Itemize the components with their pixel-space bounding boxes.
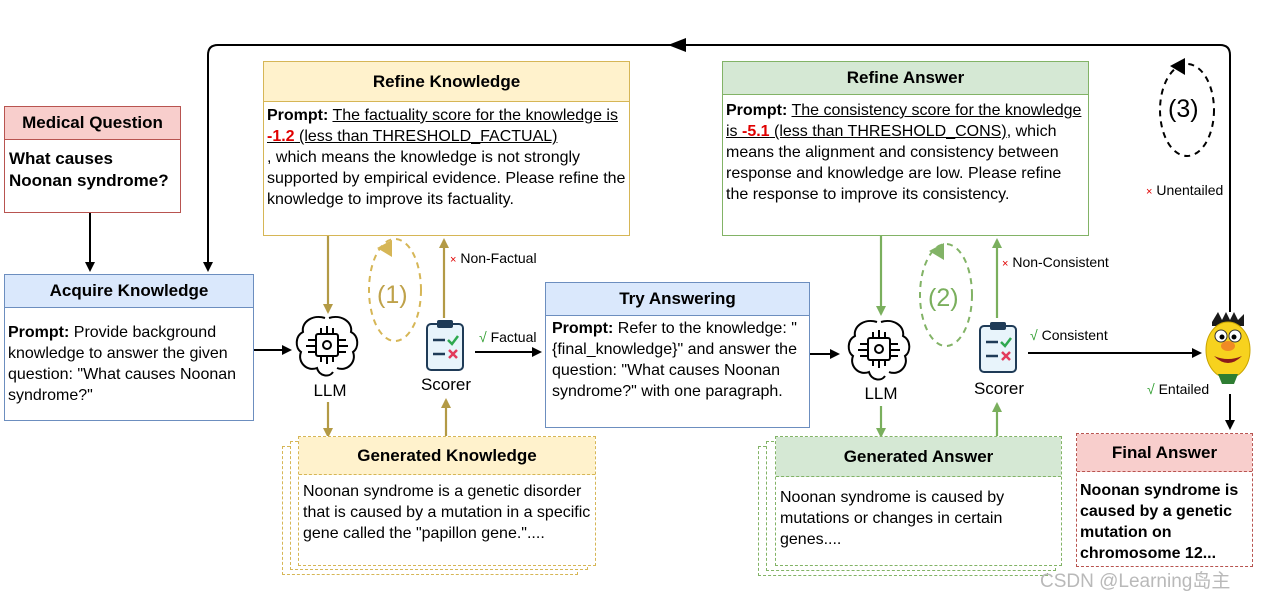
loop-3-ellipse	[1159, 63, 1215, 157]
entailed-label: √ Entailed	[1147, 381, 1209, 397]
llm-label: LLM	[864, 384, 898, 403]
consistent-text: Consistent	[1041, 327, 1108, 343]
llm-label: LLM	[313, 381, 347, 400]
generated-answer-box: Generated Answer Noonan syndrome is caus…	[775, 436, 1062, 566]
prompt-text: Refer to the knowledge: "{final_knowledg…	[552, 320, 797, 400]
check-icon: √	[1030, 327, 1038, 343]
generated-knowledge-text: Noonan syndrome is a genetic disorder th…	[303, 483, 591, 542]
entailed-text: Entailed	[1158, 381, 1210, 397]
cross-icon: ×	[450, 254, 457, 266]
prompt-label: Prompt:	[552, 320, 614, 337]
refine-knowledge-prompt: Prompt: The factuality score for the kno…	[264, 102, 629, 214]
medical-question-text: What causes Noonan syndrome?	[9, 149, 169, 190]
acquire-knowledge-title: Acquire Knowledge	[5, 275, 253, 308]
medical-question-title: Medical Question	[5, 107, 180, 140]
refine-answer-box: Refine Answer Prompt: The consistency sc…	[722, 61, 1089, 236]
non-factual-text: Non-Factual	[460, 250, 537, 266]
refine-answer-prompt: Prompt: The consistency score for the kn…	[723, 95, 1088, 209]
loop-1-label: (1)	[377, 281, 408, 309]
llm-brain-chip-icon	[295, 316, 359, 377]
refine-knowledge-box: Refine Knowledge Prompt: The factuality …	[263, 61, 630, 236]
consistency-score-prefix: The consistency score for the knowledge …	[726, 102, 1082, 140]
factuality-score-value: -1.2	[267, 128, 295, 145]
non-factual-label: × Non-Factual	[450, 250, 537, 266]
acquire-knowledge-box: Acquire Knowledge Prompt: Provide backgr…	[4, 274, 254, 421]
prompt-label: Prompt:	[726, 102, 788, 119]
consistency-score-sentence: The consistency score for the knowledge …	[726, 102, 1081, 140]
refine-answer-title: Refine Answer	[723, 62, 1088, 95]
check-icon: √	[479, 329, 487, 345]
final-answer-title: Final Answer	[1077, 434, 1252, 472]
loop-2-head	[929, 243, 944, 260]
non-consistent-text: Non-Consistent	[1012, 254, 1109, 270]
loop-2-ellipse	[919, 243, 973, 347]
refine-answer-rest: , which means the alignment and consiste…	[726, 123, 1062, 203]
acquire-knowledge-prompt: Prompt: Provide background knowledge to …	[5, 308, 253, 410]
loop-3-head	[1170, 58, 1185, 75]
loop-1-ellipse	[368, 238, 422, 342]
scorer-clipboard-icon	[426, 320, 464, 371]
scorer-label: Scorer	[420, 375, 472, 394]
bert-entailment-icon	[1205, 312, 1251, 384]
factuality-score-suffix: (less than THRESHOLD_FACTUAL)	[294, 128, 558, 145]
arrow-top-loop	[203, 44, 1231, 312]
try-answering-prompt: Prompt: Refer to the knowledge: "{final_…	[546, 316, 809, 404]
llm-brain-chip-icon	[847, 320, 911, 381]
factual-text: Factual	[490, 329, 537, 345]
watermark: CSDN @Learning岛主	[1040, 571, 1231, 592]
loop-2-label: (2)	[928, 284, 959, 312]
cross-icon: ×	[1002, 258, 1009, 270]
prompt-text: Provide background knowledge to answer t…	[8, 324, 237, 404]
generated-knowledge-box: Generated Knowledge Noonan syndrome is a…	[298, 436, 596, 566]
arrow-top-loop-head	[668, 38, 686, 52]
try-answering-title: Try Answering	[546, 283, 809, 316]
unentailed-text: Unentailed	[1156, 182, 1224, 198]
refine-knowledge-rest: , which means the knowledge is not stron…	[267, 149, 626, 208]
generated-knowledge-title: Generated Knowledge	[299, 437, 595, 475]
prompt-label: Prompt:	[267, 107, 329, 124]
loop-1-head	[377, 240, 392, 257]
final-answer-box: Final Answer Noonan syndrome is caused b…	[1076, 433, 1253, 567]
loop-3-label: (3)	[1168, 95, 1199, 123]
medical-question-box: Medical Question What causes Noonan synd…	[4, 106, 181, 213]
unentailed-label: × Unentailed	[1146, 182, 1223, 198]
check-icon: √	[1147, 381, 1155, 397]
factuality-score-sentence: The factuality score for the knowledge i…	[267, 107, 618, 145]
factuality-score-prefix: The factuality score for the knowledge i…	[332, 107, 618, 124]
factual-label: √ Factual	[479, 329, 537, 345]
refine-knowledge-title: Refine Knowledge	[264, 62, 629, 102]
scorer-clipboard-icon	[979, 322, 1017, 373]
try-answering-box: Try Answering Prompt: Refer to the knowl…	[545, 282, 810, 428]
scorer-label: Scorer	[973, 379, 1025, 398]
generated-answer-title: Generated Answer	[776, 437, 1061, 477]
cross-icon: ×	[1146, 186, 1153, 198]
consistent-label: √ Consistent	[1030, 327, 1108, 343]
consistency-score-value: -5.1	[742, 123, 770, 140]
prompt-label: Prompt:	[8, 324, 70, 341]
consistency-score-suffix: (less than THRESHOLD_CONS)	[769, 123, 1007, 140]
generated-answer-text: Noonan syndrome is caused by mutations o…	[780, 489, 1005, 548]
non-consistent-label: × Non-Consistent	[1002, 254, 1109, 270]
final-answer-text: Noonan syndrome is caused by a genetic m…	[1080, 482, 1239, 562]
